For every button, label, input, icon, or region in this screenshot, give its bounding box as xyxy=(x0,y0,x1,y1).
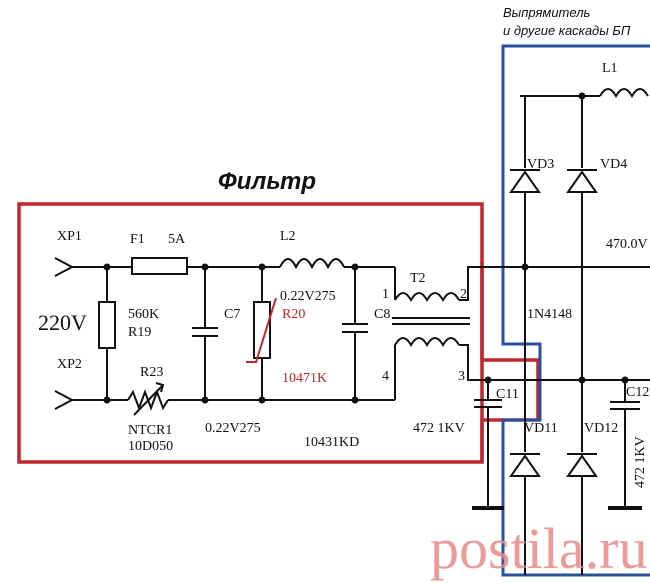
t2-winding-left-top xyxy=(394,292,460,303)
vd4-label: VD4 xyxy=(600,157,627,172)
t2-winding-left-bottom xyxy=(394,337,460,348)
rectifier-title-line2: и другие каскады БП xyxy=(503,23,631,38)
vd12-label: VD12 xyxy=(584,421,618,436)
r20-part-label: 10471K xyxy=(282,371,327,386)
c7-rating-label: 0.22V275 xyxy=(205,421,261,436)
f1-label: F1 xyxy=(130,232,145,247)
c11-rating-label: 472 1KV xyxy=(413,421,465,436)
rectifier-frame xyxy=(501,44,650,577)
t2-label: T2 xyxy=(410,271,426,286)
c12-rating-label: 472 1KV xyxy=(633,436,648,488)
c8-rating-label: 0.22V275 xyxy=(280,289,336,304)
cap-value-label: 470.0V xyxy=(606,237,648,252)
vd11-label: VD11 xyxy=(524,421,558,436)
f1-rating-label: 5A xyxy=(168,232,186,247)
watermark: postila.ru xyxy=(430,516,647,581)
xp2-connector-symbol xyxy=(54,390,75,410)
inductor-l2-symbol xyxy=(279,258,345,270)
resistor-r19-symbol xyxy=(98,301,116,349)
t2-pin4-label: 4 xyxy=(382,369,389,384)
fuse-f1-symbol xyxy=(131,257,188,275)
t2-part-label: 10431KD xyxy=(304,435,359,450)
vd3-diode-symbol xyxy=(509,170,541,193)
ntc-part-label: 10D050 xyxy=(128,439,173,454)
filter-title: Фильтр xyxy=(218,168,316,195)
xp1-label: XP1 xyxy=(57,229,82,244)
varistor-r20-symbol xyxy=(253,301,271,359)
r23-label: R23 xyxy=(140,365,163,380)
l2-label: L2 xyxy=(280,229,296,244)
mains-voltage-label: 220V xyxy=(38,310,87,335)
r19-label: R19 xyxy=(128,325,151,340)
vd3-label: VD3 xyxy=(527,157,554,172)
filter-frame-notch xyxy=(480,262,540,462)
xp2-label: XP2 xyxy=(57,357,82,372)
c11-label: C11 xyxy=(496,387,519,402)
t2-pin2-label: 2 xyxy=(460,287,467,302)
vd11-diode-symbol xyxy=(509,454,541,477)
rectifier-title-line1: Выпрямитель xyxy=(503,5,591,20)
l1-label: L1 xyxy=(602,61,618,76)
r19-value-label: 560K xyxy=(128,307,159,322)
vd4-diode-symbol xyxy=(566,170,598,193)
ntcr1-label: NTCR1 xyxy=(128,423,172,438)
t2-pin1-label: 1 xyxy=(382,287,389,302)
c8-label: C8 xyxy=(374,307,390,322)
vd12-diode-symbol xyxy=(566,454,598,477)
inductor-l1-symbol xyxy=(599,88,649,99)
t2-pin3-label: 3 xyxy=(458,369,465,384)
varistor-slash xyxy=(246,297,277,363)
c7-label: C7 xyxy=(224,307,240,322)
c12-label: C12 xyxy=(626,385,649,400)
r20-label: R20 xyxy=(282,307,305,322)
xp1-connector-symbol xyxy=(54,257,75,277)
diode-part-label: 1N4148 xyxy=(527,307,572,322)
